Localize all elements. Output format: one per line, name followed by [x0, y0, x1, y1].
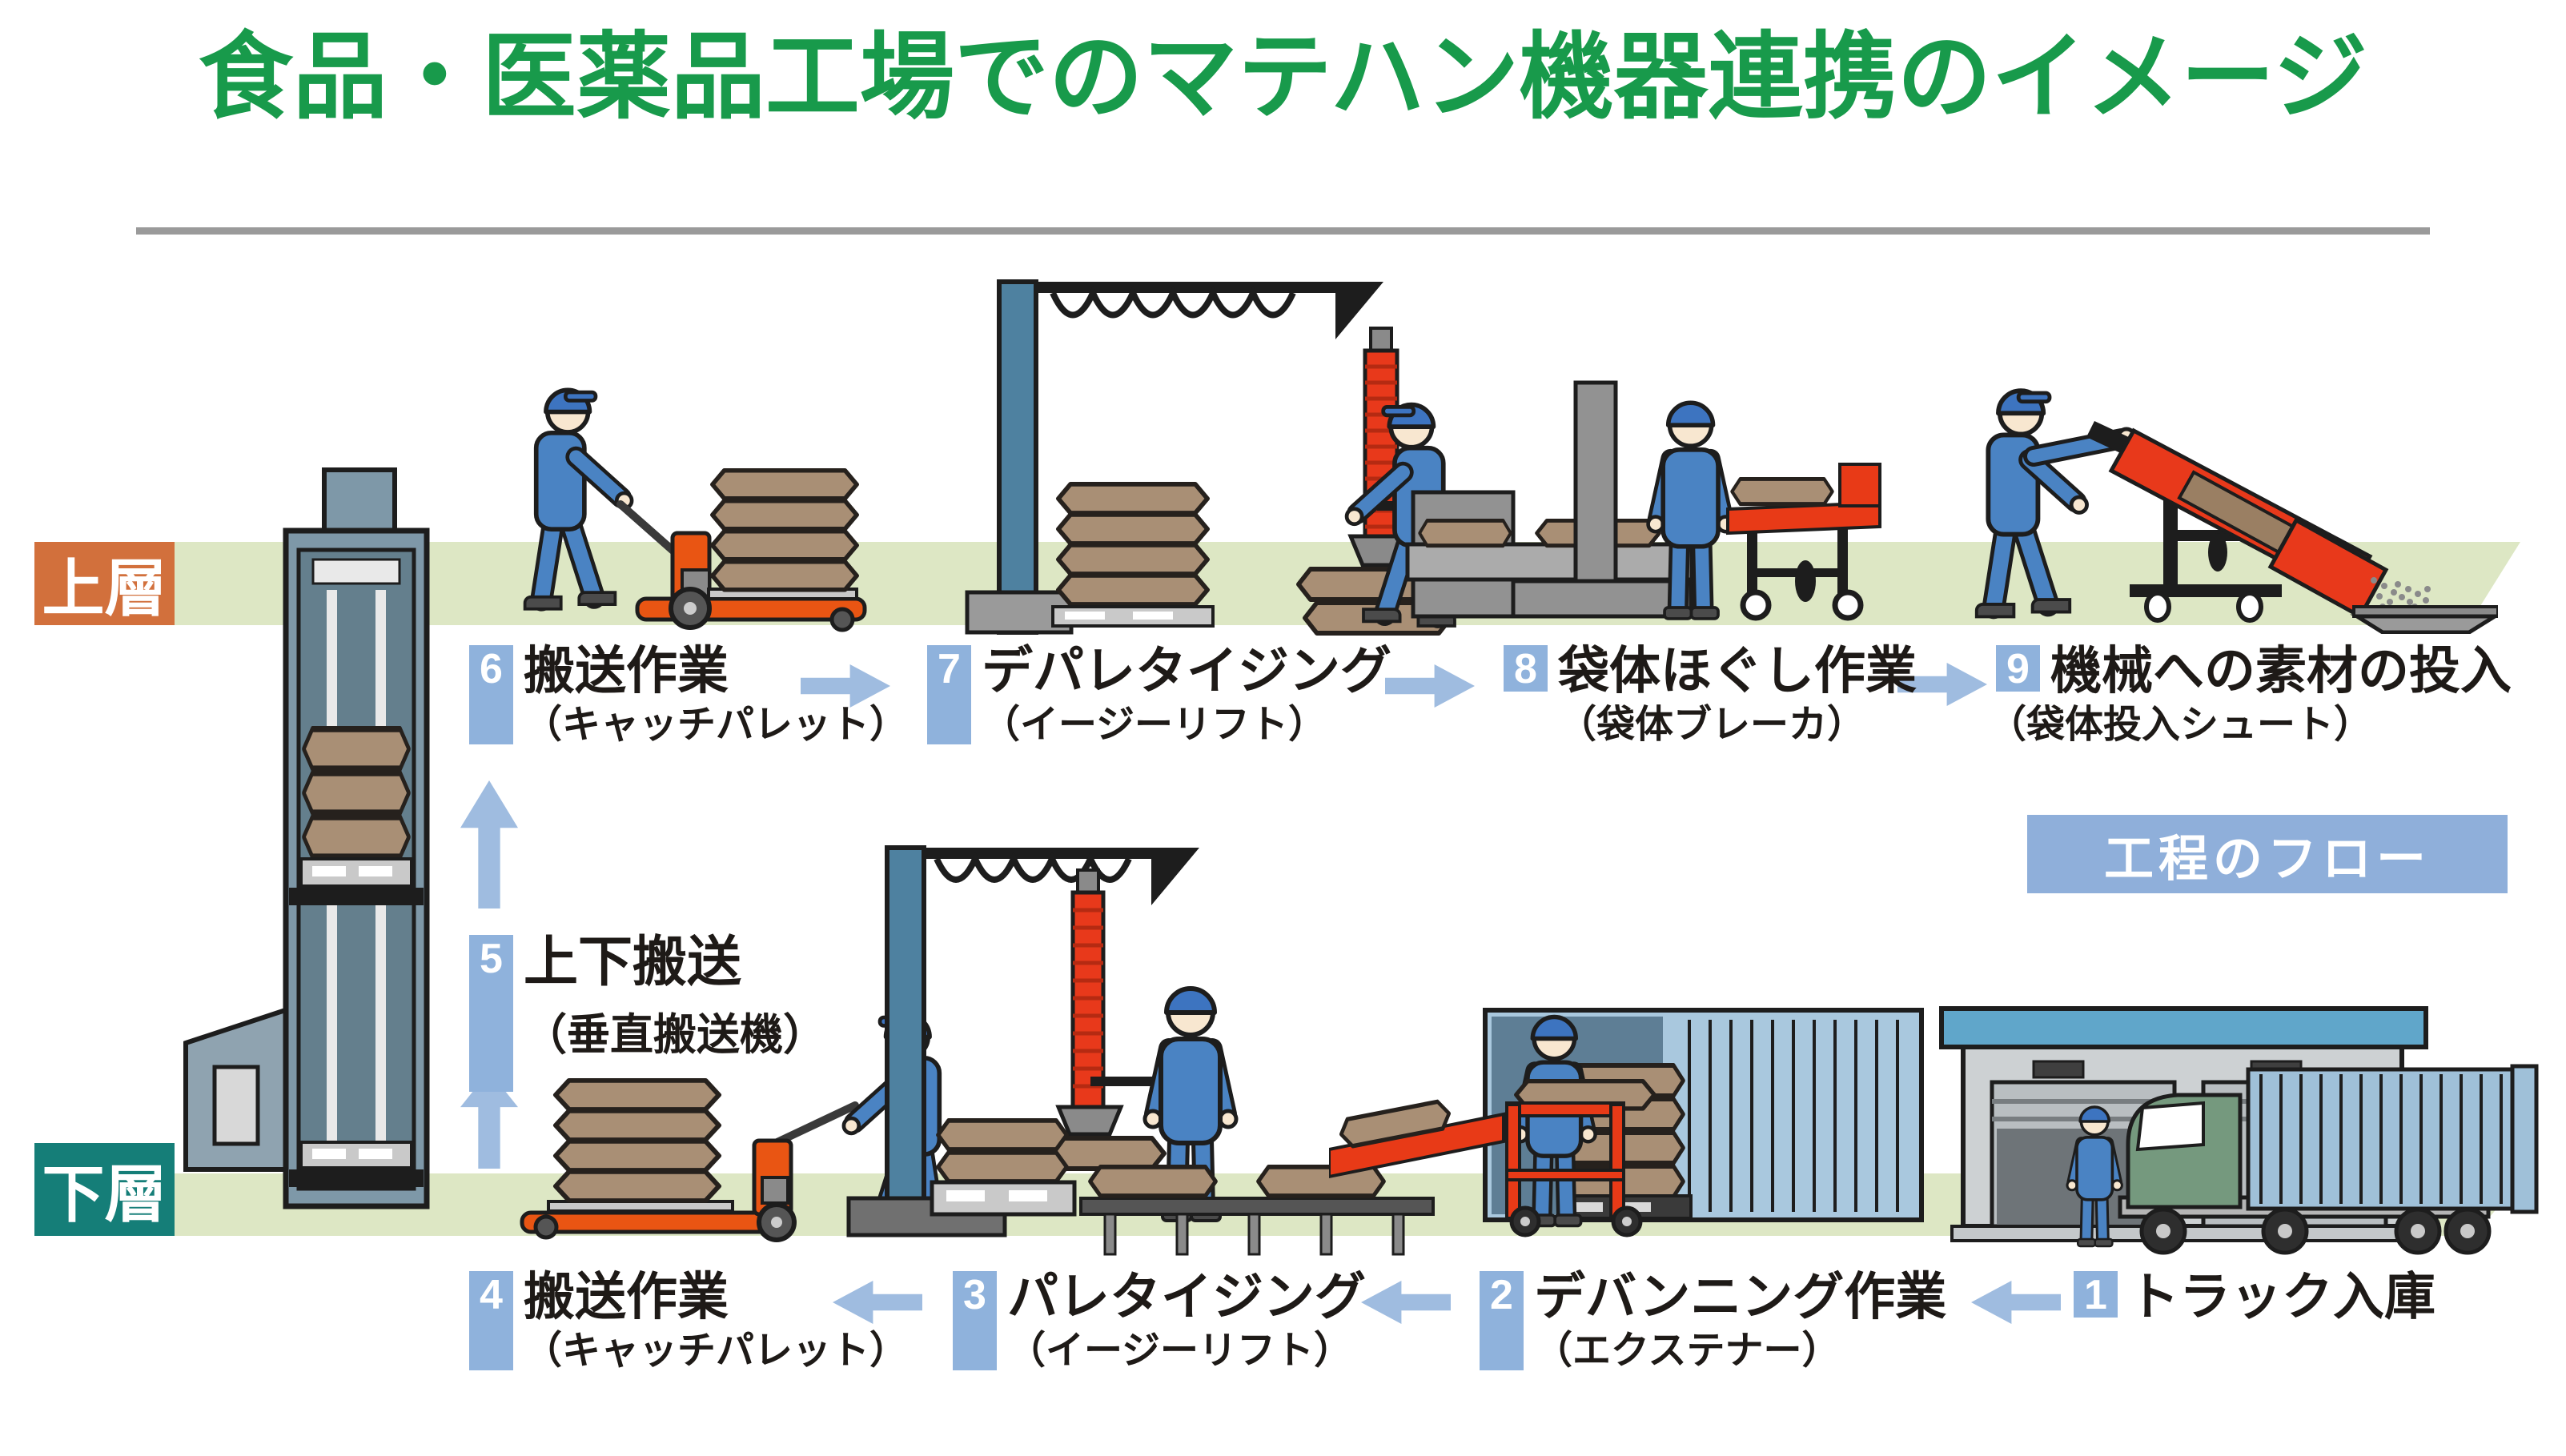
upper-floor-band: [34, 542, 2520, 625]
step-5-label: 5 上下搬送 （垂直搬送機）: [469, 935, 826, 1092]
step-1-title: トラック入庫: [2128, 1268, 2435, 1326]
chute-pouring-illustration: [1938, 352, 2498, 634]
flow-arrow-1-2-left-icon: [1971, 1281, 2061, 1324]
upper-layer-tag: 上層: [34, 542, 175, 625]
step-2-subtitle: （エクステナー）: [1534, 1330, 1841, 1372]
step-4-label: 4 搬送作業 （キャッチパレット）: [469, 1271, 908, 1370]
step-9-title: 機械への素材の投入: [2050, 642, 2512, 700]
step-7-number-badge: 7: [927, 645, 971, 744]
step-8-number-badge: 8: [1504, 645, 1548, 692]
step-4-number-badge: 4: [469, 1271, 513, 1370]
step-7-label: 7 デパレタイジング （イージーリフト）: [927, 645, 1391, 744]
step-6-number-badge: 6: [469, 645, 513, 744]
step-5-title: 上下搬送: [524, 932, 742, 993]
step-4-subtitle: （キャッチパレット）: [524, 1330, 909, 1372]
step-5-subtitle: （垂直搬送機）: [524, 1011, 826, 1059]
step-9-number-badge: 9: [1996, 645, 2040, 692]
upper-pallet-jack-illustration: [480, 344, 867, 632]
step-2-title: デバンニング作業: [1534, 1268, 1947, 1326]
bag-breaker-illustration: [1405, 380, 1881, 631]
devanning-container-illustration: [1329, 985, 1924, 1237]
step-3-title: パレタイジング: [1007, 1268, 1366, 1326]
truck-wheels: [2139, 1207, 2492, 1255]
flow-arrow-7-8-right-icon: [1385, 664, 1475, 708]
vertical-conveyor-illustration: [183, 467, 430, 1209]
step-8-title: 袋体ほぐし作業: [1558, 642, 1917, 700]
step-2-label: 2 デバンニング作業 （エクステナー）: [1480, 1271, 1946, 1370]
step-6-subtitle: （キャッチパレット）: [524, 704, 909, 746]
truck-warehouse-illustration: [1939, 1006, 2539, 1255]
step-2-number-badge: 2: [1480, 1271, 1524, 1370]
process-flow-legend: 工程のフロー: [2027, 815, 2508, 893]
lower-layer-tag: 下層: [34, 1143, 175, 1236]
step-8-label: 8 袋体ほぐし作業 （袋体ブレーカ）: [1504, 645, 1917, 744]
lower-easy-lift-conveyor-illustration: [846, 845, 1435, 1256]
step-3-subtitle: （イージーリフト）: [1007, 1330, 1353, 1372]
step-3-number-badge: 3: [953, 1271, 997, 1370]
step-1-number-badge: 1: [2074, 1271, 2118, 1318]
step-1-label: 1 トラック入庫: [2074, 1271, 2435, 1322]
step-8-subtitle: （袋体ブレーカ）: [1558, 704, 1866, 746]
page-title: 食品・医薬品工場でのマテハン機器連携のイメージ: [198, 25, 2368, 130]
step-6-title: 搬送作業: [524, 642, 729, 700]
step-7-subtitle: （イージーリフト）: [982, 704, 1327, 746]
step-3-label: 3 パレタイジング （イージーリフト）: [953, 1271, 1366, 1370]
step-5-number-badge: 5: [469, 935, 513, 1092]
step-6-label: 6 搬送作業 （キャッチパレット）: [469, 645, 908, 744]
step-7-title: デパレタイジング: [982, 642, 1391, 700]
flow-arrow-5-6-up-icon: [460, 780, 518, 908]
step-9-label: 9 機械への素材の投入 （袋体投入シュート）: [1988, 642, 2512, 744]
step-9-subtitle: （袋体投入シュート）: [1988, 704, 2373, 746]
lower-pallet-jack-illustration: [520, 981, 993, 1261]
title-underline: [136, 227, 2430, 235]
flow-arrow-2-3-left-icon: [1361, 1281, 1451, 1324]
step-4-title: 搬送作業: [524, 1268, 729, 1326]
